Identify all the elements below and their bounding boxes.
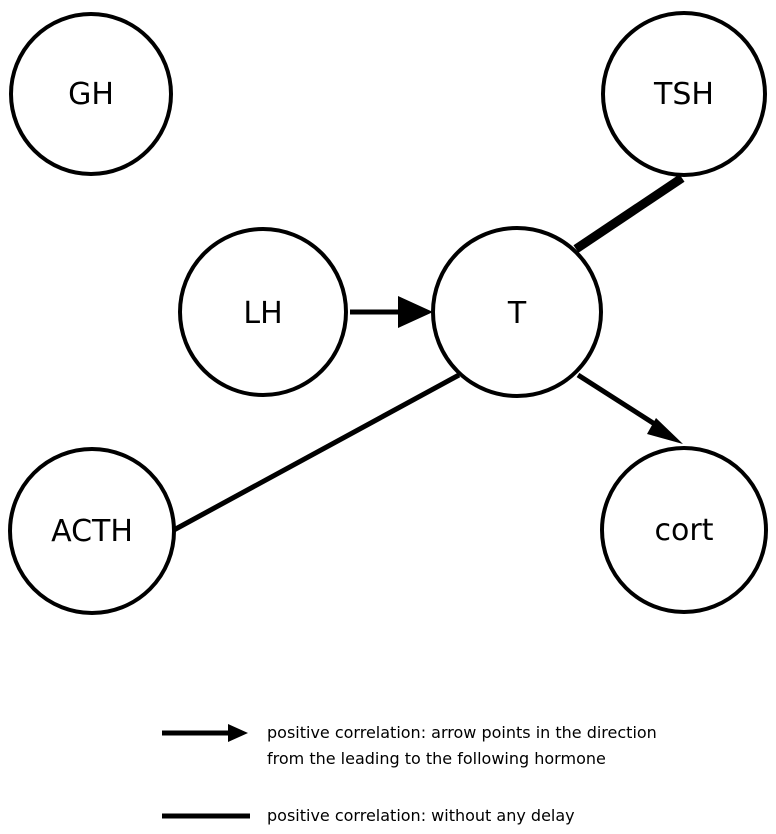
edge-t-cort [576, 372, 683, 444]
hormone-network-diagram: GH TSH LH T ACTH cort [8, 11, 768, 615]
edge-lh-t [350, 296, 433, 328]
node-cort-label: cort [655, 513, 714, 548]
legend-arrow-text-line2: from the leading to the following hormon… [267, 749, 606, 768]
node-t-label: T [507, 296, 527, 331]
node-gh: GH [9, 12, 173, 176]
node-acth-label: ACTH [51, 514, 133, 549]
node-t: T [431, 226, 603, 398]
node-cort: cort [600, 446, 768, 614]
legend-line-text: positive correlation: without any delay [267, 806, 575, 825]
legend-row-line: positive correlation: without any delay [160, 802, 770, 832]
node-lh-label: LH [243, 296, 282, 331]
node-tsh: TSH [601, 11, 767, 177]
legend: positive correlation: arrow points in th… [160, 716, 770, 834]
edge-acth-t [170, 372, 461, 534]
node-gh-label: GH [68, 77, 114, 112]
legend-arrow-symbol [162, 724, 248, 742]
node-acth: ACTH [8, 447, 176, 615]
node-lh: LH [178, 227, 348, 397]
node-tsh-label: TSH [653, 77, 714, 112]
legend-row-arrow: positive correlation: arrow points in th… [160, 716, 770, 776]
legend-arrow-text-line1: positive correlation: arrow points in th… [267, 723, 657, 742]
edge-tsh-t [573, 174, 685, 253]
legend-line-symbol [162, 813, 250, 819]
